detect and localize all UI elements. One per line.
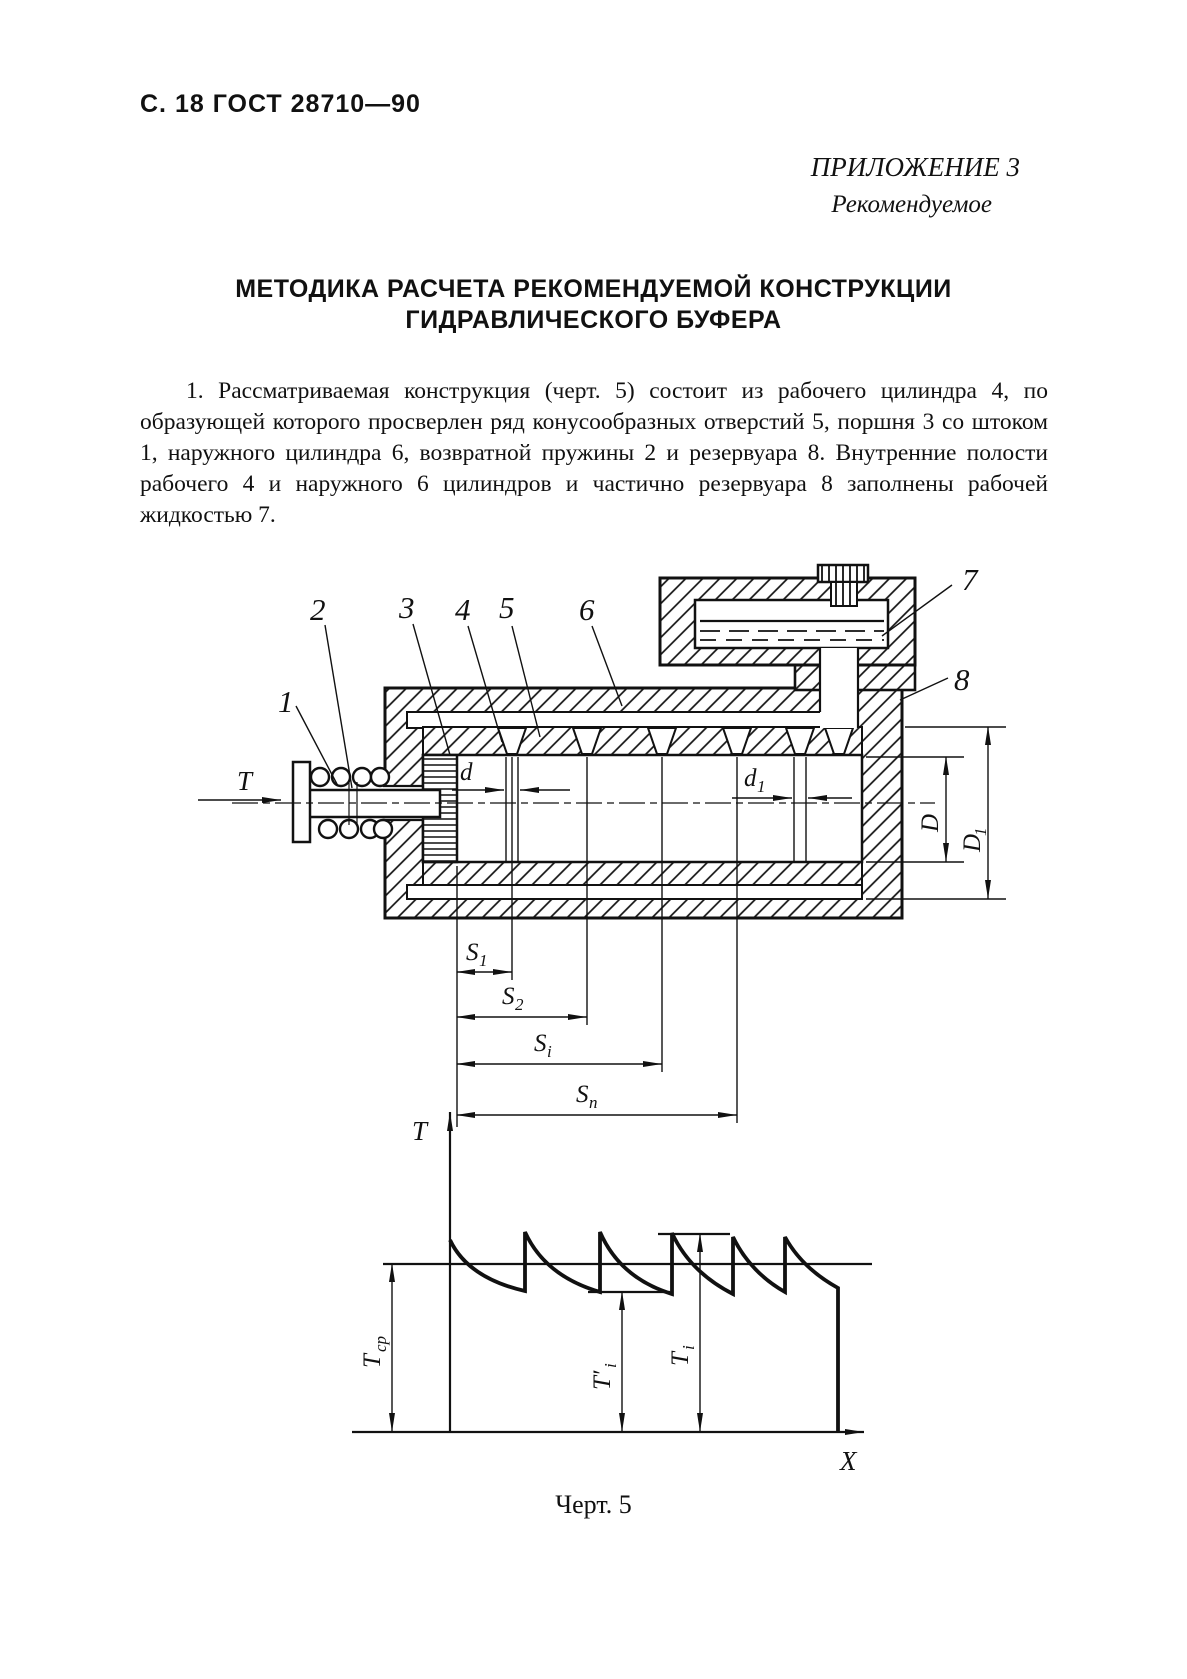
leader-lines xyxy=(295,584,953,789)
document-title: МЕТОДИКА РАСЧЕТА РЕКОМЕНДУЕМОЙ КОНСТРУКЦ… xyxy=(0,274,1187,336)
force-label: T xyxy=(237,766,254,796)
dim-d1-sub: 1 xyxy=(757,777,766,796)
part-label-5: 5 xyxy=(499,590,515,625)
dimension-lines: d d 1 D D 1 xyxy=(452,726,1006,1127)
dim-s1-sub: 1 xyxy=(479,951,488,970)
sawtooth-curve xyxy=(448,1231,840,1432)
y-axis-label: T xyxy=(412,1116,429,1146)
tcp-sub: ср xyxy=(371,1336,390,1352)
dim-s2-label: S xyxy=(502,983,515,1010)
body-paragraph: 1. Рассматриваемая конструкция (черт. 5)… xyxy=(140,377,1048,528)
rod-flange xyxy=(291,760,312,844)
inner-cylinder-bottom-wall xyxy=(422,861,863,886)
dim-D1-sub: 1 xyxy=(971,828,990,837)
dim-si-label: S xyxy=(534,1030,547,1057)
dim-sn-sub: n xyxy=(589,1093,598,1112)
hole-3 xyxy=(646,727,678,755)
part-label-8: 8 xyxy=(954,662,970,697)
x-axis-label: X xyxy=(839,1446,858,1476)
return-pipe xyxy=(820,648,858,728)
tcp-label-group: T ср xyxy=(359,1336,390,1368)
buffer-assembly-drawing xyxy=(232,563,935,920)
lower-channel xyxy=(406,884,863,900)
dim-d-label: d xyxy=(460,759,473,786)
appendix-note: Рекомендуемое xyxy=(831,191,992,218)
hole-4 xyxy=(721,727,753,755)
hole-2 xyxy=(571,727,603,755)
title-line-2: ГИДРАВЛИЧЕСКОГО БУФЕРА xyxy=(405,306,782,334)
ti-prime-sub: i xyxy=(601,1363,620,1368)
dim-d1-label: d xyxy=(744,765,757,792)
ti-prime-label-group: T′ i xyxy=(589,1363,620,1390)
filler-plug-cap xyxy=(816,563,870,584)
appendix-block: ПРИЛОЖЕНИЕ 3 Рекомендуемое xyxy=(811,148,1020,224)
dim-D1-label-group: D 1 xyxy=(959,828,990,854)
dim-si-sub: i xyxy=(547,1042,552,1061)
hole-5 xyxy=(784,727,816,755)
dim-s1-label: S xyxy=(466,939,479,966)
ti-label-group: T i xyxy=(667,1345,698,1366)
page-header: С. 18 ГОСТ 28710—90 xyxy=(140,90,421,118)
part-label-4: 4 xyxy=(455,592,471,627)
cylinder-bore xyxy=(421,753,864,864)
part-label-7: 7 xyxy=(962,562,979,597)
ti-label: T xyxy=(667,1350,694,1366)
dim-D-label: D xyxy=(917,814,944,833)
force-arrow-group: T xyxy=(198,766,281,803)
force-stroke-graph: T X T ср T′ i T i xyxy=(352,1112,872,1476)
filler-plug-stem xyxy=(830,581,858,607)
dim-D-label-group: D xyxy=(917,814,944,833)
dim-D1-label: D xyxy=(959,834,986,853)
part-labels: 1 2 3 4 5 6 7 8 xyxy=(278,562,979,789)
dim-sn-label: S xyxy=(576,1081,589,1108)
hole-1 xyxy=(496,727,528,755)
appendix-title: ПРИЛОЖЕНИЕ 3 xyxy=(810,152,1020,182)
ti-sub: i xyxy=(679,1345,698,1350)
hydraulic-buffer-figure: T 1 2 3 4 5 6 7 8 xyxy=(198,562,1006,1476)
part-label-2: 2 xyxy=(310,592,326,627)
figure-caption: Черт. 5 xyxy=(555,1490,632,1519)
part-label-6: 6 xyxy=(579,592,595,627)
ti-prime-label: T′ xyxy=(589,1370,616,1390)
part-label-1: 1 xyxy=(278,684,294,719)
tcp-label: T xyxy=(359,1352,386,1368)
return-spring xyxy=(309,766,394,840)
upper-channel xyxy=(406,711,859,729)
dim-s2-sub: 2 xyxy=(515,995,524,1014)
title-line-1: МЕТОДИКА РАСЧЕТА РЕКОМЕНДУЕМОЙ КОНСТРУКЦ… xyxy=(235,275,952,303)
part-label-3: 3 xyxy=(398,590,415,625)
